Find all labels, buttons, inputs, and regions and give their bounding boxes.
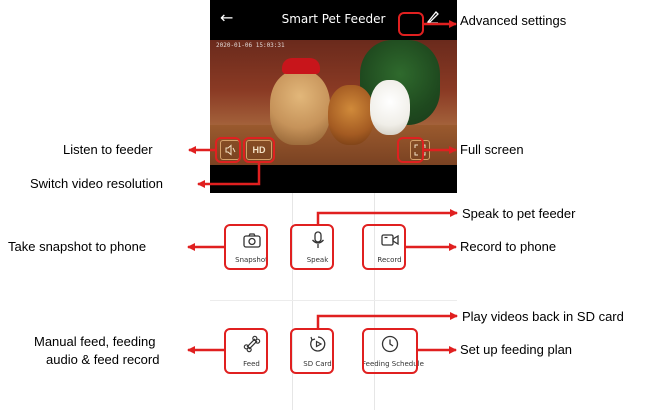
playback-icon [309,336,325,352]
feeding-schedule-label: Feeding Schedule [362,360,424,368]
highlight-feed [224,328,268,374]
golden-retriever-image [270,70,330,145]
annotation-record: Record to phone [460,239,557,254]
annotation-full-screen: Full screen [460,142,524,157]
annotation-manual-feed-line2: audio & feed record [46,352,160,367]
white-cat-image [370,80,410,135]
highlight-speak [290,224,334,270]
antler-hat-image [282,58,320,74]
feed-label: Feed [243,360,260,368]
highlight-fullscreen [397,137,424,163]
speak-label: Speak [306,256,329,264]
record-label: Record [377,256,402,264]
phone-screen: ← Smart Pet Feeder 2020-01-06 15:03:31 H… [210,0,457,410]
top-app-bar: ← Smart Pet Feeder [210,0,457,40]
highlight-feeding-schedule [362,328,418,374]
highlight-speaker [215,137,241,163]
edit-pencil-icon[interactable] [424,10,442,28]
small-dog-image [328,85,374,145]
highlight-snapshot [224,224,268,270]
annotation-play-sd: Play videos back in SD card [462,309,624,324]
record-button[interactable]: Record [362,224,417,272]
sd-card-button[interactable]: SD Card [290,328,345,376]
annotation-listen: Listen to feeder [63,142,153,157]
hd-toggle-button[interactable]: HD [246,140,272,160]
microphone-icon [311,231,324,248]
speak-button[interactable]: Speak [290,224,345,272]
snapshot-label: Snapshot [235,256,268,264]
annotation-manual-feed-line1: Manual feed, feeding [34,334,156,349]
snapshot-button[interactable]: Snapshot [224,224,279,272]
sd-card-label: SD Card [303,360,332,368]
highlight-record [362,224,406,270]
video-timestamp: 2020-01-06 15:03:31 [216,42,285,49]
back-arrow-icon[interactable]: ← [220,8,234,27]
feed-button[interactable]: Feed [224,328,279,376]
annotation-feeding-plan: Set up feeding plan [460,342,573,357]
bone-icon [243,335,260,353]
annotation-switch-resolution: Switch video resolution [30,176,163,191]
highlight-hd [243,137,275,163]
highlight-sd-card [290,328,334,374]
video-record-icon [380,234,399,246]
annotation-speak: Speak to pet feeder [462,206,576,221]
live-video-feed[interactable]: 2020-01-06 15:03:31 HD [210,40,457,165]
grid-divider [210,300,457,301]
grid-divider [374,193,375,410]
feeding-schedule-button[interactable]: Feeding Schedule [362,328,424,376]
highlight-edit [398,12,424,36]
video-footer-bar [210,165,457,193]
annotation-advanced-settings: Advanced settings [460,13,567,28]
grid-divider [292,193,293,410]
page-title: Smart Pet Feeder [281,12,386,26]
camera-icon [242,233,261,248]
clock-icon [381,335,398,353]
annotation-snapshot: Take snapshot to phone [8,239,147,254]
